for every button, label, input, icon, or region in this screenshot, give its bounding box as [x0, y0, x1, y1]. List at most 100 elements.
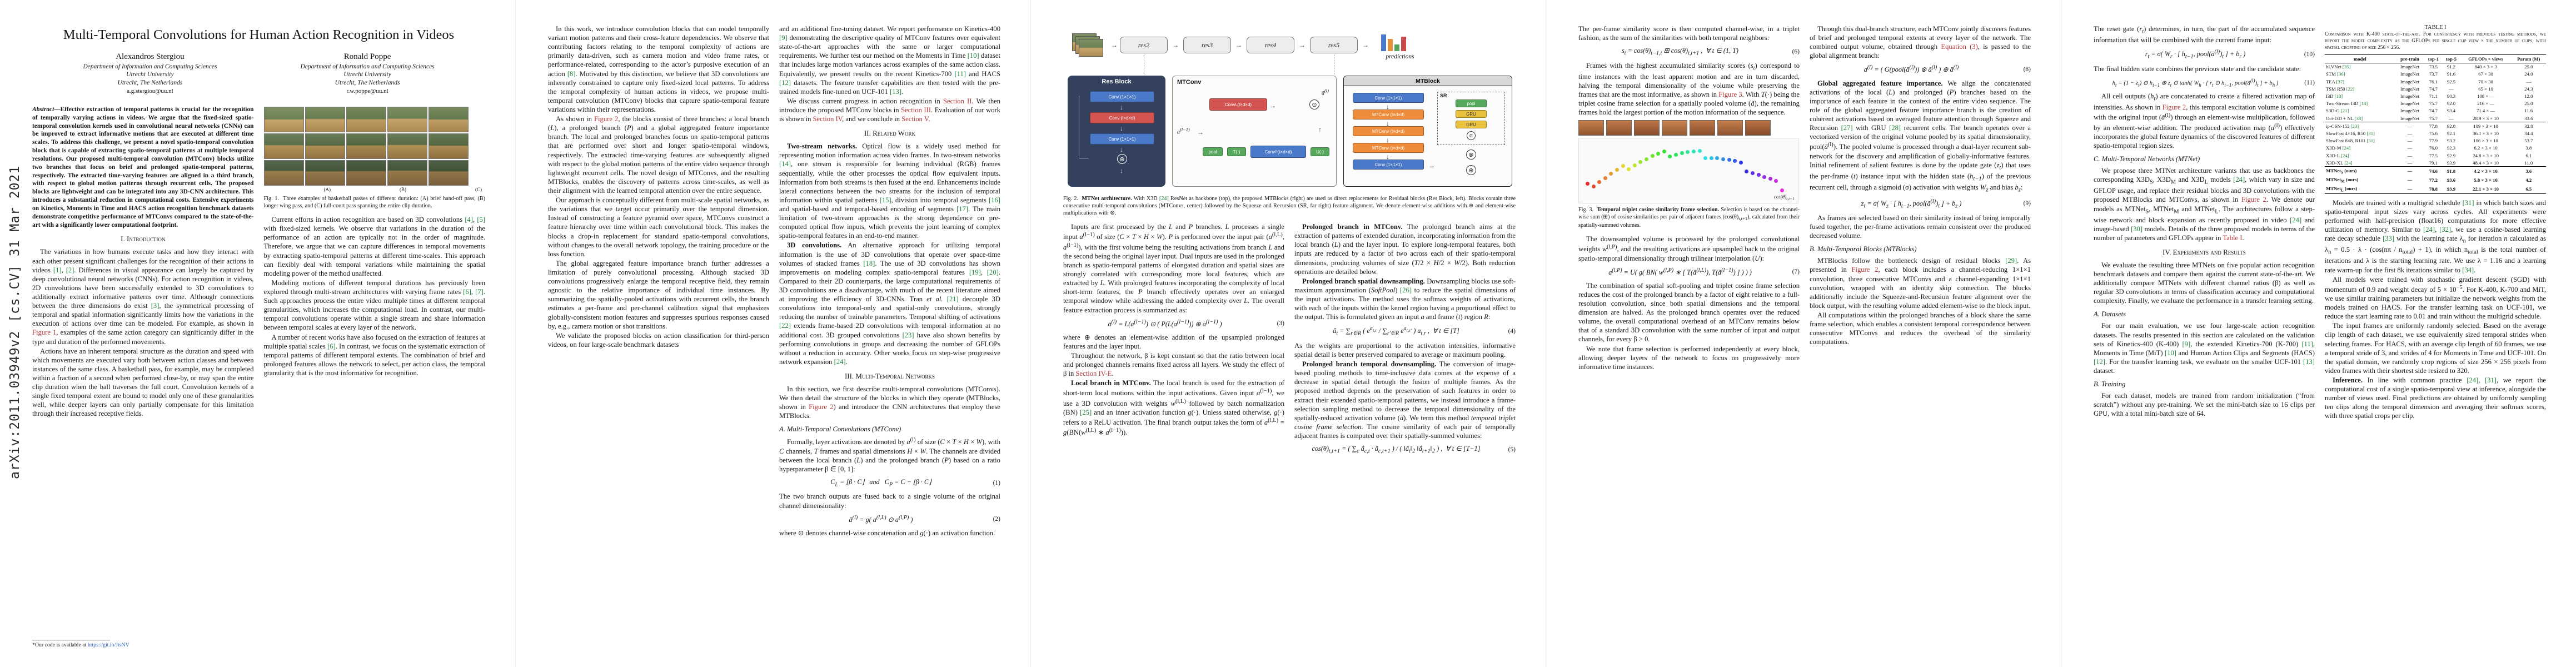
paragraph: MTBlocks follow the bottleneck design of… [1810, 257, 2031, 310]
top1-cell: 78.8 [2424, 185, 2443, 195]
equation-5: cos(θ)t,t+1 = ( ∑c ãc,t · ãc,t+1 ) / ( ‖… [1312, 445, 1516, 455]
frame-selection-box: T(·) [1227, 147, 1246, 156]
res2-block: res2 [1120, 37, 1168, 53]
paragraph: where ⊕ denotes an element-wise addition… [1063, 333, 1284, 350]
paragraph: Inference. In line with common practice … [2325, 376, 2547, 420]
author-name: Alexandros Stergiou [116, 52, 185, 61]
equation-6: st = cos(θ)t−1,t ⊞ cos(θ)t,t+1 , ∀ t ∈ (… [1622, 47, 1800, 57]
author-department: Department of Information and Computing … [300, 63, 435, 70]
paragraph: As frames are selected based on their si… [1810, 214, 2031, 240]
pretrain-cell: ImageNet [2400, 108, 2420, 114]
top1-cell: 77.8 [2424, 122, 2443, 130]
similarity-point [1715, 156, 1720, 161]
top5-cell: — [2449, 86, 2454, 92]
similarity-point [1656, 151, 1661, 156]
arrow-down-icon: ↓ [1120, 103, 1123, 111]
table-row: Oct-I3D + NL [38] ImageNet 75.7 — 28.9 ×… [2325, 115, 2546, 122]
author-department: Department of Information and Computing … [83, 63, 217, 70]
pretrain-cell: ImageNet [2400, 86, 2420, 92]
sr-label: SR [1440, 93, 1447, 98]
pretrain-cell: — [2395, 122, 2425, 130]
paragraph: In this work, we introduce convolution b… [548, 25, 769, 113]
author-name: Ronald Poppe [343, 52, 391, 61]
top1-cell: 77.2 [2429, 177, 2438, 183]
top1-cell: 71.1 [2429, 93, 2438, 99]
author-email[interactable]: a.g.stergiou@uu.nl [127, 88, 173, 94]
top1-cell: 74.7 [2429, 86, 2438, 92]
gflops-cell: 106 × 3 × 10 [2473, 138, 2498, 144]
paragraph: In this section, we first describe multi… [779, 385, 1001, 420]
equation-number: (7) [1792, 268, 1800, 276]
similarity-point [1627, 167, 1631, 171]
equation-number: (8) [2023, 66, 2031, 73]
top5-cell: 91.2 [2447, 64, 2456, 70]
pretrain-cell: — [2407, 152, 2413, 158]
top5-cell: 92.9 [2447, 152, 2456, 158]
elementwise-add-icon: ⊕ [1466, 165, 1476, 175]
gflops-cell: 70 × 30 [2478, 78, 2493, 84]
similarity-point [1680, 151, 1684, 156]
paragraph: The two branch outputs are fused back to… [779, 492, 1000, 510]
mtconv-box: MTConv (t×d×d) [1353, 109, 1424, 120]
paragraph: All computations within the prolonged br… [1810, 311, 2031, 346]
mtnet-architecture-diagram: → res2 → res3 → res4 → res5 → prediction… [1063, 24, 1516, 192]
paragraph: Current efforts in action recognition ar… [263, 216, 486, 277]
paragraph: The per-frame similarity score is then c… [1578, 25, 1800, 42]
table-row: X3D-M [24] — 76.0 92.3 6.2 × 3 × 10 3.8 [2325, 145, 2546, 152]
subsection-datasets-heading: A. Datasets [2094, 310, 2126, 318]
subsection-training-heading: B. Training [2094, 380, 2126, 389]
model-cell: SlowFast 4×16, R50 [31] [2326, 130, 2375, 136]
paragraph: Prolonged branch temporal downsampling. … [1294, 360, 1516, 440]
pretrain-cell: ImageNet [2400, 71, 2420, 77]
paragraph: Formally, layer activations are denoted … [779, 437, 1000, 473]
equation-number: (4) [1508, 328, 1516, 335]
figure-2: → res2 → res3 → res4 → res5 → prediction… [1063, 24, 1516, 217]
paragraph: We note that frame selection is performe… [1578, 345, 1800, 371]
arrow-down-icon: ↓ [1120, 125, 1123, 132]
pretrain-cell: — [2407, 138, 2413, 144]
paragraph: All models were trained with stochastic … [2325, 275, 2546, 321]
model-cell: bLVNet [35] [2326, 64, 2351, 70]
similarity-point [1686, 150, 1690, 155]
paragraph: Modeling motions of different temporal d… [263, 278, 486, 332]
model-cell: X3D-XL [24] [2326, 160, 2353, 166]
equation-2: ā(l) = g( a(l,L) ⊙ a(l,P) ) (2) [849, 514, 1000, 524]
subsection-mtblock-heading: B. Multi-Temporal Blocks (MTBlocks) [1810, 245, 1917, 253]
gflops-cell: 71.4 × — [2477, 108, 2495, 114]
res5-block: res5 [1310, 37, 1358, 53]
video-frame [387, 107, 427, 132]
author-university: Utrecht University [343, 71, 391, 78]
params-cell: 25.0 [2524, 101, 2533, 107]
paragraph: We evaluate the resulting three MTNets o… [2094, 261, 2315, 305]
author-email[interactable]: r.w.poppe@uu.nl [346, 88, 388, 94]
model-cell: Oct-I3D + NL [38] [2326, 115, 2363, 121]
code-link[interactable]: *Our code is available at https://git.io… [32, 642, 129, 648]
paragraph: The final hidden state combines the prev… [2094, 64, 2301, 73]
gflops-cell: 48.4 × 3 × 10 [2473, 160, 2499, 166]
video-frame [1606, 120, 1632, 136]
model-cell: S3D-G [21] [2326, 108, 2349, 114]
elementwise-add-icon: ⊕ [1117, 154, 1127, 164]
model-cell: ip-CSN-152 [23] [2325, 122, 2395, 130]
res-block-title: Res Block [1102, 78, 1132, 85]
top1-cell: 76.0 [2429, 145, 2438, 151]
similarity-point [1721, 157, 1725, 161]
video-frame [263, 107, 304, 132]
video-frame [346, 107, 386, 132]
equation-9: zt = σ( Wz · [ ht−1, pool(ā(l))t ] + bz … [1861, 198, 2031, 210]
table-column-header: Param (M) [2511, 54, 2546, 63]
top1-cell: 77.9 [2429, 138, 2438, 144]
video-frame [387, 133, 427, 159]
elementwise-multiply-icon: ⊗ [1466, 150, 1476, 160]
arrow-down-icon: ↓ [1120, 146, 1123, 153]
equation-3: ā(l) = L(a(l−1)) ⊙ ( P(L(a(l−1))) ⊕ a(l−… [1108, 318, 1284, 328]
table-column-header: top-5 [2442, 54, 2460, 63]
video-frame [1662, 120, 1687, 136]
table-row: ip-CSN-152 [23] — 77.8 92.8 109 × 3 × 10… [2325, 122, 2546, 130]
row-label-c: (C) [475, 187, 482, 192]
squeeze-recursion-box: SR pool GRU GRU σ [1437, 92, 1505, 145]
similarity-point [1727, 158, 1731, 162]
prediction-bar [1388, 39, 1393, 51]
top5-cell: 92.3 [2447, 145, 2456, 151]
